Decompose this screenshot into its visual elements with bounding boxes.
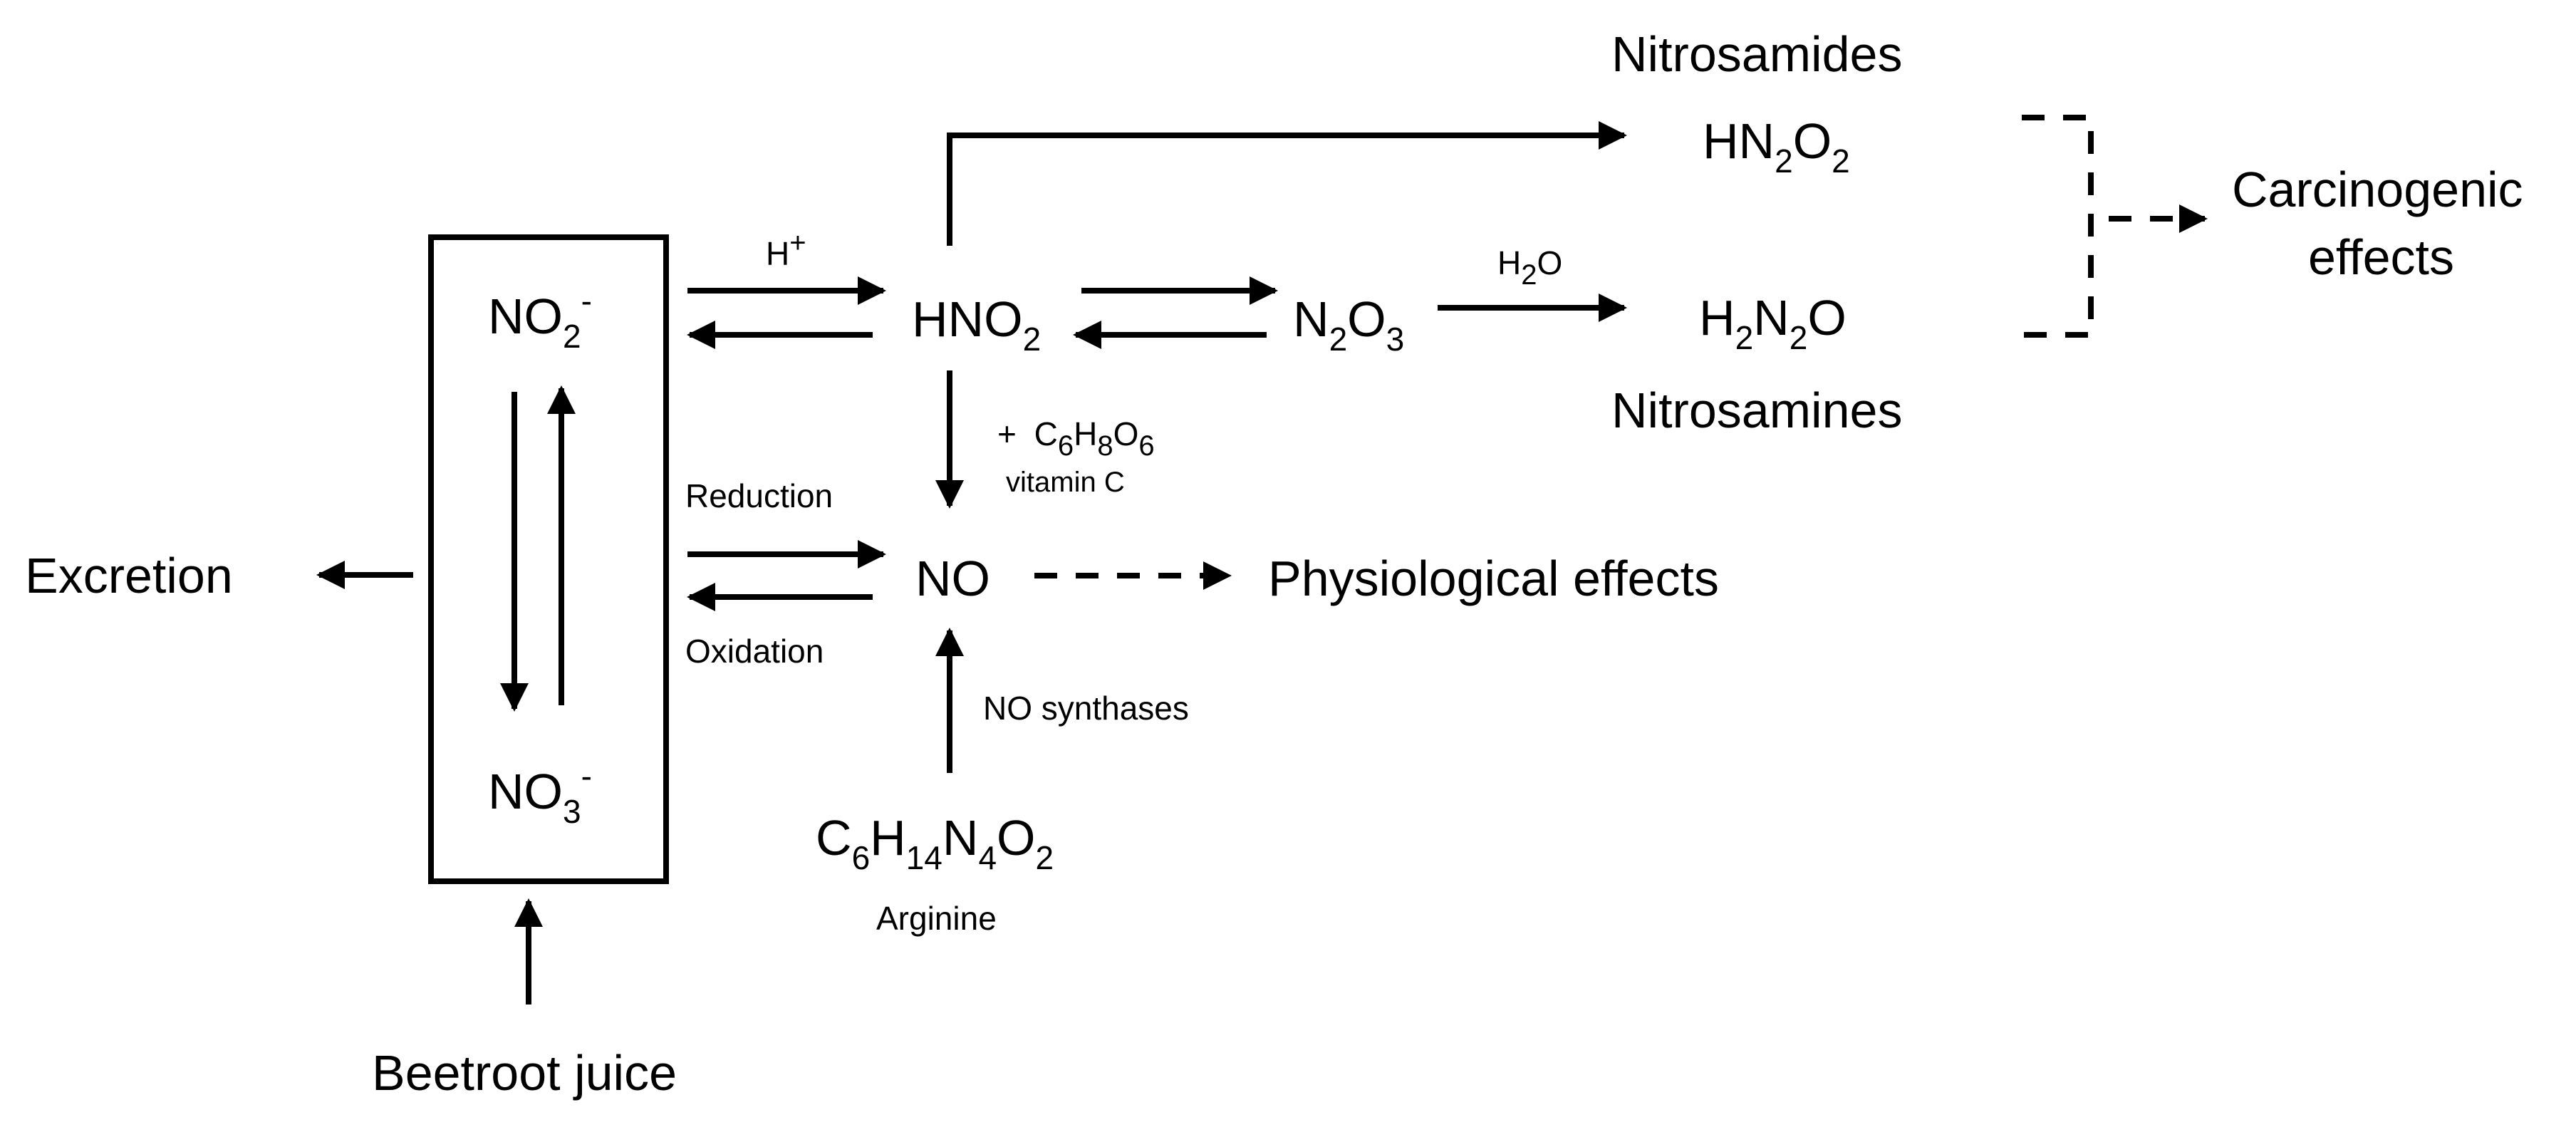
nitrite-nitrate-pool-box [428,234,669,884]
nitrite-label: NO2- [488,282,592,355]
vitamin-c-label: vitamin C [1006,467,1125,498]
excretion-label: Excretion [25,548,233,603]
arginine-label: Arginine [876,900,997,937]
carcinogenic-effects-line1: Carcinogenic [2232,162,2523,217]
carcinogenic-effects-line2: effects [2308,229,2454,285]
nitrosamines-label: Nitrosamines [1611,383,1902,438]
beetroot-juice-label: Beetroot juice [372,1045,677,1101]
nitrate-label: NO3- [488,757,592,830]
water-label: H2O [1497,244,1562,291]
hn2o2-label: HN2O2 [1703,113,1850,180]
nitrosamides-label: Nitrosamides [1611,26,1902,82]
h2n2o-label: H2N2O [1699,290,1847,356]
n2o3-label: N2O3 [1293,291,1404,358]
vitamin-c-formula: + C6H8O6 [997,415,1155,462]
oxidation-label: Oxidation [685,633,824,670]
carcinogenic-bracket [2022,115,2094,338]
reduction-label: Reduction [685,477,833,514]
hno2-to-nitrosamides-arrow [947,121,1627,246]
hno2-label: HNO2 [912,291,1041,358]
arginine-formula: C6H14N4O2 [816,810,1054,876]
no-synthases-label: NO synthases [983,690,1189,727]
h-plus-label: H+ [766,227,806,272]
physiological-effects-label: Physiological effects [1268,551,1719,606]
no-label: NO [915,551,990,606]
